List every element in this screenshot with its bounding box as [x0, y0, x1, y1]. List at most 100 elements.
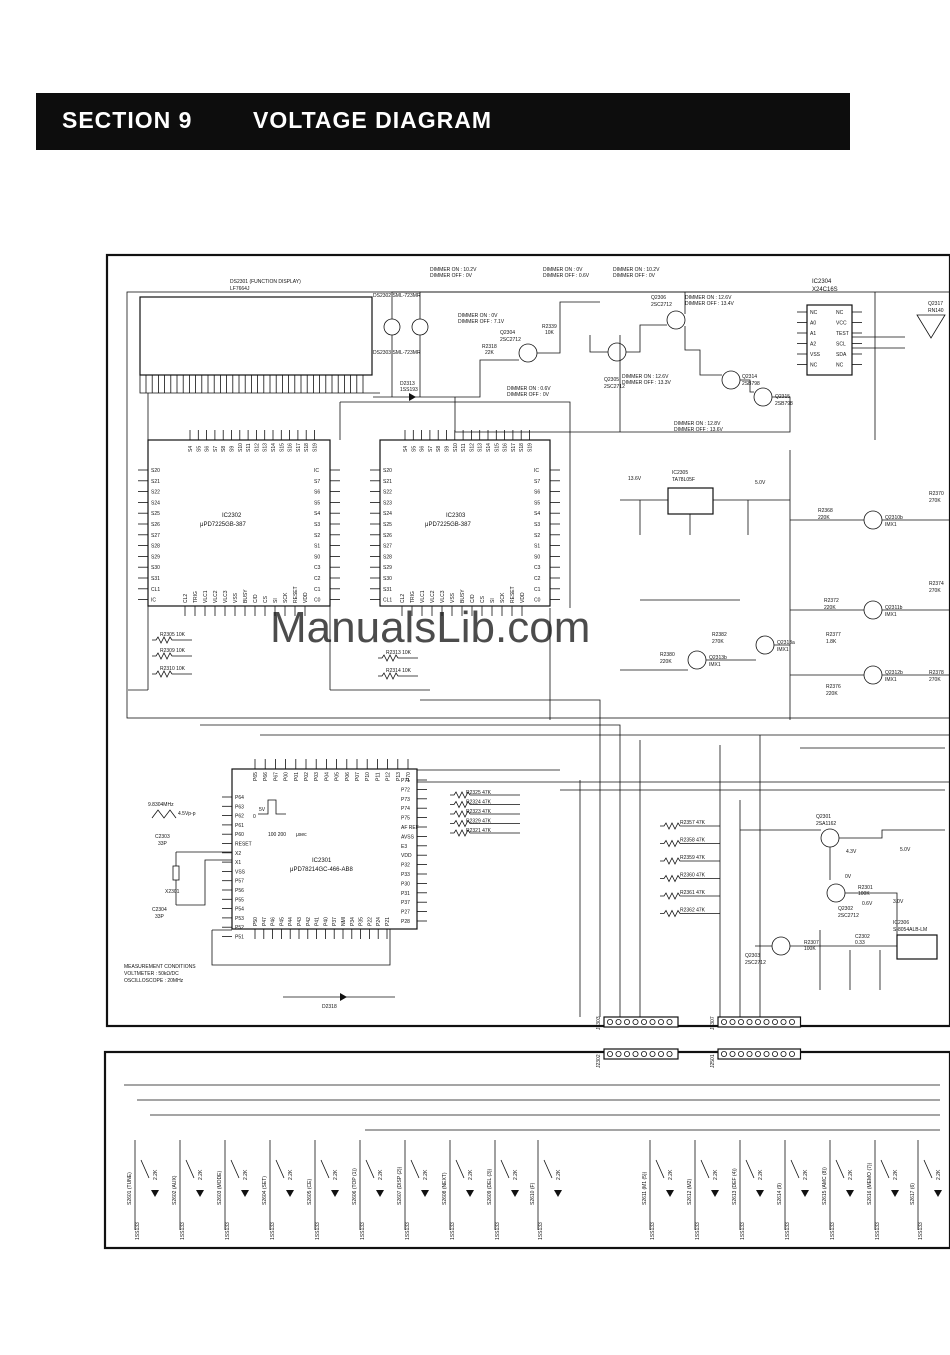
connector-pin [721, 1051, 728, 1058]
ic2301-bot-pin-label: P40 [323, 917, 329, 926]
ic2301-bot-pin-label: P50 [253, 917, 259, 926]
switch-contact [655, 1159, 665, 1179]
connector-pin [738, 1051, 745, 1058]
ic2303-bot-pin-label: VSS [450, 592, 456, 603]
ic2302-right-pin-label: C2 [314, 576, 321, 582]
ds2303-lamp [411, 318, 429, 336]
dimmer-8-on: DIMMER ON : 12.8V [674, 421, 721, 427]
ic2302-top-pin-label: S10 [238, 443, 244, 452]
ic2301-top-pin-label: P13 [396, 772, 402, 781]
ic2301-top-pin-label: P10 [365, 772, 371, 781]
dimmer-1-off: DIMMER OFF : 0V [430, 273, 473, 279]
ic2304-left-pin-label: NC [810, 310, 818, 316]
ic2301-bot-pin-label: P24 [376, 917, 382, 926]
c2302-label: C2302 [855, 934, 870, 940]
ic2302-bot-pin-label: RESET [293, 586, 299, 603]
ic2303-bot-pin-label: C/D [470, 594, 476, 603]
resistor [152, 670, 192, 678]
connector-pin [772, 1019, 779, 1026]
q2317-type: RN140 [928, 308, 944, 314]
ic2302-left-pin-label: S29 [151, 554, 160, 560]
ic2302-top-pin-label: S9 [230, 446, 236, 452]
resistor-ref: R2382 [712, 632, 727, 638]
switch-resistor-val: 2.2K [556, 1169, 562, 1180]
ic2301-left-pin-label: P53 [235, 916, 244, 922]
q2304-ref: Q2304 [500, 330, 515, 336]
switch-contact [790, 1159, 800, 1179]
ic2301-top-pin-label: P00 [284, 772, 290, 781]
switch-resistor-val: 2.2K [848, 1169, 854, 1180]
ic2302-top-pin-label: S14 [271, 443, 277, 452]
connector-pin [763, 1051, 770, 1058]
q2310-type: IMX1 [885, 522, 897, 528]
q2314-transistor [721, 370, 741, 390]
ic2301-top-pin-label: P65 [253, 772, 259, 781]
q2312-transistor [863, 665, 883, 685]
ic2303-left-pin-label: S28 [383, 554, 392, 560]
dimmer-section: DIMMER ON : 10.2V DIMMER OFF : 0V DIMMER… [373, 267, 793, 433]
switch-label: S2601 (TUNE) [127, 1172, 133, 1205]
ic2301-right-pin-label: P73 [401, 797, 410, 803]
switch-label: S2614 (9) [777, 1183, 783, 1205]
ic2303-left-pin-label: CL1 [383, 598, 392, 604]
ic2302-left-pin-label: S28 [151, 544, 160, 550]
ic2303-left-pin-label: S29 [383, 565, 392, 571]
q2313-ref: Q2313b [709, 655, 727, 661]
connector-pin [746, 1019, 753, 1026]
connector-pin [772, 1051, 779, 1058]
resistor-label: R2310 10K [160, 666, 186, 672]
ic2303-right-pin-label: S0 [534, 554, 540, 560]
q2304-transistor [518, 343, 538, 363]
resistor-val: 270K [929, 588, 941, 594]
ic2303-bot-pin-label: SCK [500, 592, 506, 603]
crystal-circuit: 9.8304MHz 4.5Vp-p C2303 33P X2301 C2304 … [148, 802, 232, 920]
ic2304-bus [852, 292, 905, 440]
ic2304-left-pin-label: NC [810, 363, 818, 369]
ic2303-top-pin-label: S5 [411, 446, 417, 452]
ic2303-top-pin-label: S14 [486, 443, 492, 452]
resistor-label: R2362 47K [680, 908, 706, 914]
ic2302-bot-pin-label: VLC1 [203, 590, 209, 603]
resistor-ref: R2370 [929, 491, 944, 497]
r2318-val: 22K [485, 350, 495, 356]
ic2301-left-pin-label: P52 [235, 925, 244, 931]
ic2302-top-pin-label: S4 [188, 446, 194, 452]
dimmer-3-on: DIMMER ON : 0V [543, 267, 583, 273]
ic2303-left-pin-label: S23 [383, 500, 392, 506]
connector-pin [632, 1019, 639, 1026]
ic2303-bot-pin-label: TRIG [410, 591, 416, 603]
connector-pin [780, 1019, 787, 1026]
led-symbol [151, 1190, 159, 1197]
led-symbol [241, 1190, 249, 1197]
resistor [450, 819, 520, 828]
ic2301-right-pin-label: E3 [401, 844, 407, 850]
led-symbol [846, 1190, 854, 1197]
ic2301-body [231, 768, 418, 930]
ic2302-right-pin-label: S5 [314, 500, 320, 506]
ic2303-left-pin-label: S26 [383, 533, 392, 539]
lf7664j-label: LF7664J [230, 286, 250, 292]
q2313a-type: IMX1 [777, 647, 789, 653]
ic2301-top-pin-label: P07 [355, 772, 361, 781]
r2307-label: R2307 [804, 940, 819, 946]
ic2301-bot-pin-label: P22 [367, 917, 373, 926]
ic2303-bot-pin-label: VLC2 [430, 590, 436, 603]
ic2303-bot-pin-label: CS [480, 595, 486, 603]
ic2302-left-pin-label: S26 [151, 522, 160, 528]
q2301-transistor [820, 828, 840, 848]
connector-housing [717, 1048, 802, 1060]
ic2301-type: μPD78214GC-466-AB8 [290, 867, 353, 873]
ic2302-bot-pin-label: C/D [253, 594, 259, 603]
r2318-label: R2318 [482, 344, 497, 350]
ic2302-bot-pin-label: VLC2 [213, 590, 219, 603]
diode-type: 1SS133 [650, 1222, 656, 1240]
switch-resistor-val: 2.2K [198, 1169, 204, 1180]
resistor [450, 810, 520, 818]
resistor-label: R2309 10K [160, 648, 186, 654]
connector-label: J2501 [710, 1054, 716, 1068]
resistor [152, 652, 192, 660]
switch-label: S2616 (MEMO (7)) [867, 1162, 873, 1205]
